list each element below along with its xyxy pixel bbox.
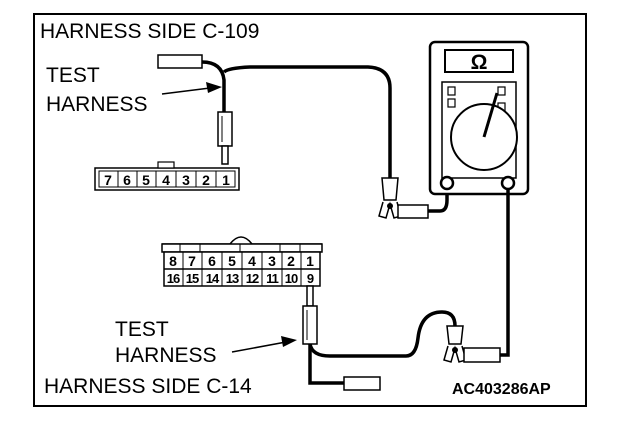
- test-harness-bottom-line1: TEST: [115, 318, 169, 341]
- top-harness-label: HARNESS SIDE C-109: [40, 20, 259, 43]
- diagram-frame: [33, 13, 587, 407]
- test-harness-bottom-line2: HARNESS: [115, 344, 217, 367]
- c14-pin-top: 1: [306, 253, 314, 269]
- meter-pointer: [482, 92, 499, 138]
- c14-pin-top: 8: [169, 253, 177, 269]
- c109-pin: 3: [182, 172, 190, 188]
- c109-pin: 4: [162, 172, 170, 188]
- c14-pin-top: 3: [268, 253, 276, 269]
- meter-display: [444, 49, 514, 73]
- c109-pin: 7: [104, 172, 112, 188]
- bottom-test-lead: [302, 285, 457, 391]
- c109-pin: 1: [222, 172, 230, 188]
- bottom-harness-label: HARNESS SIDE C-14: [44, 375, 252, 398]
- connector-c109: 7 6 5 4 3 2 1: [94, 161, 240, 191]
- probe-clip-upper: [378, 177, 449, 219]
- meter-jack-left: [439, 175, 455, 191]
- c14-pin-top: 6: [208, 253, 216, 269]
- top-test-lead: [157, 54, 392, 178]
- c14-pin-bottom: 13: [226, 271, 239, 286]
- c14-pin-bottom: 11: [266, 271, 279, 286]
- test-harness-top-line1: TEST: [46, 64, 100, 87]
- connector-c14: 8 7 6 5 4 3 2 1 16 15 14 13 12 11 10 9: [161, 236, 323, 287]
- c14-pin-bottom: 10: [285, 271, 298, 286]
- test-harness-bottom-arrow: [231, 336, 297, 353]
- meter-lead-right: [500, 189, 510, 357]
- ohm-meter: Ω: [428, 40, 530, 196]
- meter-jack-right: [500, 175, 516, 191]
- c14-pin-top: 4: [248, 253, 256, 269]
- c14-pin-top: 2: [287, 253, 295, 269]
- c14-pin-bottom: 12: [246, 271, 259, 286]
- ohm-symbol: Ω: [471, 51, 488, 74]
- c109-pin: 6: [123, 172, 131, 188]
- figure-code: AC403286AP: [452, 381, 551, 398]
- c14-pin-bottom: 15: [186, 271, 199, 286]
- c109-pin: 2: [202, 172, 210, 188]
- c14-pin-bottom: 9: [307, 271, 314, 286]
- c14-pin-bottom: 14: [206, 271, 220, 286]
- probe-clip-lower: [443, 325, 501, 363]
- c14-pin-top: 5: [228, 253, 236, 269]
- test-harness-top-line2: HARNESS: [46, 93, 148, 116]
- c14-pin-top: 7: [188, 253, 196, 269]
- c109-pin: 5: [142, 172, 150, 188]
- test-harness-top-arrow: [161, 82, 222, 95]
- c14-pin-bottom: 16: [167, 271, 180, 286]
